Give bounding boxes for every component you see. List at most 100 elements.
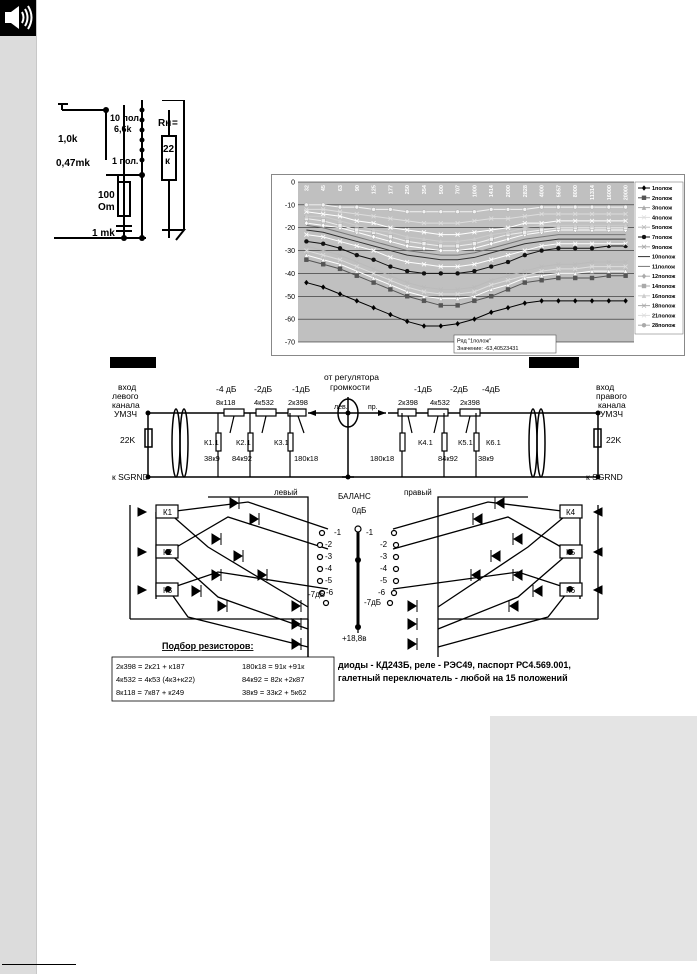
series-11полож [306, 224, 626, 256]
data-point [488, 240, 494, 247]
data-point [321, 241, 326, 246]
data-point [641, 283, 647, 289]
data-point [623, 268, 628, 274]
data-point [522, 268, 528, 274]
data-point [455, 287, 460, 292]
data-point [505, 282, 511, 288]
data-point [572, 218, 578, 224]
data-point [455, 238, 460, 244]
data-point [371, 257, 376, 262]
data-point [472, 245, 477, 252]
data-point [404, 259, 410, 265]
series-line [306, 211, 626, 236]
sw-l6: -6 [326, 588, 334, 597]
series-14полож [304, 216, 628, 249]
data-point [539, 278, 544, 283]
data-point [421, 284, 427, 290]
label-rsw: 6,6k [114, 124, 133, 134]
legend-label: 1полож [652, 186, 672, 192]
data-point [641, 322, 647, 328]
left-in-r: 22K [120, 435, 135, 445]
right-in-line4: УМЗЧ [600, 409, 623, 419]
data-point [371, 207, 376, 212]
data-point [354, 243, 360, 249]
relay-k1: К1 [163, 508, 173, 517]
data-point [388, 255, 393, 260]
data-point [522, 280, 528, 285]
data-point [488, 207, 494, 212]
data-point [388, 234, 393, 240]
data-point [371, 248, 376, 253]
y-tick-label: -30 [285, 248, 295, 255]
data-point [539, 220, 544, 226]
data-point [539, 243, 544, 249]
data-point [421, 289, 427, 294]
legend-label: 12полож [652, 274, 675, 280]
relay-k11: К1.1 [204, 438, 219, 447]
data-point [556, 204, 561, 210]
series-line [306, 218, 626, 247]
data-point [337, 266, 343, 272]
data-point [472, 262, 477, 267]
data-point [556, 275, 561, 281]
data-point [522, 273, 528, 278]
data-point [304, 202, 309, 208]
data-point [573, 275, 578, 281]
data-point [320, 234, 326, 240]
data-point [404, 268, 410, 274]
black-tab-left [110, 357, 156, 368]
sw-l4: -4 [325, 564, 333, 573]
data-point [388, 287, 393, 292]
data-point [505, 225, 511, 230]
data-point [572, 266, 578, 272]
data-point [641, 215, 647, 220]
data-point [505, 278, 511, 283]
x-tick-label: 4000 [540, 185, 546, 197]
data-point [572, 262, 578, 267]
data-point [623, 211, 628, 217]
data-point [304, 243, 309, 249]
table-r2c2: 84к92 = 82к +2к87 [242, 675, 304, 684]
relay-k51: К5.1 [458, 438, 473, 447]
data-point [556, 266, 561, 272]
footnote-rule [2, 964, 76, 965]
data-point [438, 323, 444, 329]
legend-entry: 1полож [638, 185, 672, 192]
data-point [573, 204, 578, 210]
legend-entry: 2полож [638, 195, 672, 202]
data-point [505, 259, 511, 265]
data-point [522, 300, 528, 306]
att-m1r: -1дБ [414, 384, 433, 394]
series-line [306, 234, 626, 268]
series-line [306, 250, 626, 295]
data-point [455, 320, 460, 327]
balance-circuit: -4 дБ -2дБ -1дБ от регулятора громкости … [110, 357, 627, 702]
legend-entry: 5полож [638, 224, 672, 231]
x-tick-label: 2000 [506, 185, 512, 197]
legend-label: 14полож [652, 284, 675, 290]
data-point [472, 230, 477, 235]
relay-k6: К6 [566, 586, 576, 595]
left-in-line4: УМЗЧ [114, 409, 137, 419]
speaker-icon [0, 0, 36, 36]
data-point [589, 298, 595, 304]
data-point [522, 214, 528, 219]
data-point [421, 230, 427, 235]
data-point [522, 225, 528, 230]
sw-l3: -3 [325, 552, 333, 561]
data-point [354, 268, 360, 274]
data-point [421, 293, 427, 299]
label-c1: 0,47mk [56, 158, 90, 169]
data-point [488, 309, 494, 316]
data-point [388, 238, 393, 245]
y-tick-label: -20 [285, 225, 295, 232]
res-r1: 2к398 [398, 398, 418, 407]
data-point [320, 213, 326, 219]
data-point [488, 294, 494, 299]
series-line [306, 240, 626, 274]
data-point [320, 257, 326, 262]
data-point [472, 218, 477, 224]
data-point [488, 236, 494, 242]
data-point [337, 257, 343, 262]
